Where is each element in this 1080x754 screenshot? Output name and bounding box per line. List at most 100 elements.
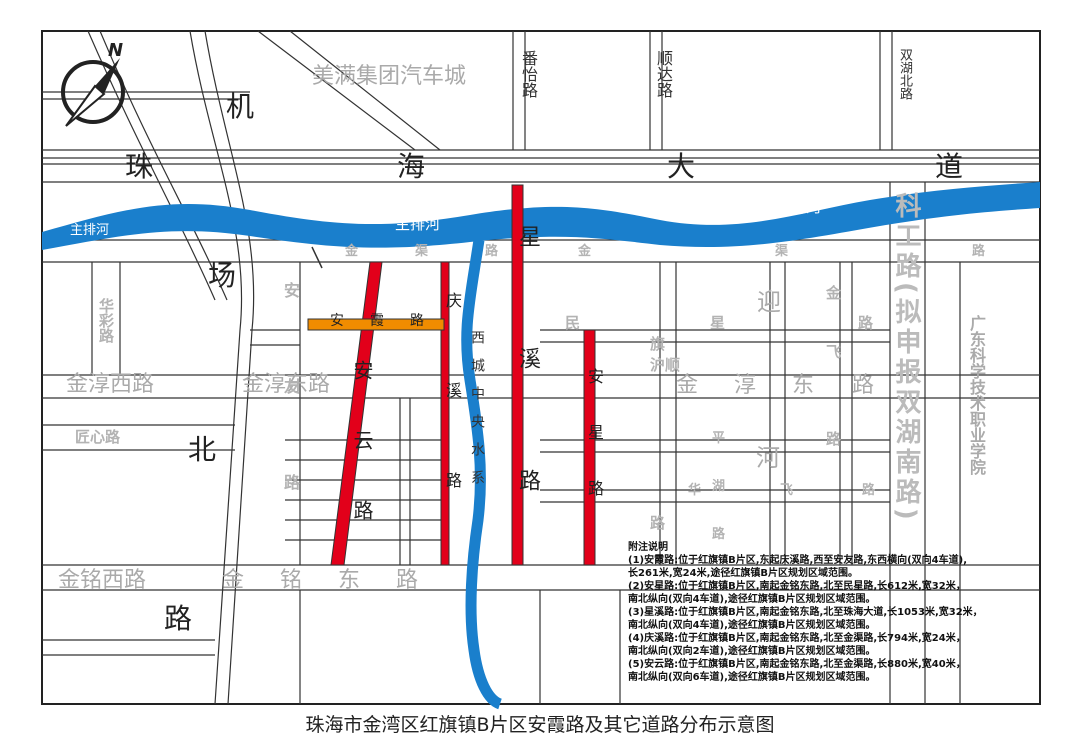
jinqu-char-1: 金: [345, 244, 359, 259]
xingxi-road-label: 星溪路: [515, 225, 540, 591]
auto-city-label: 美满集团汽车城: [312, 64, 467, 89]
anyou-stub: [250, 329, 300, 346]
minxing-char-1: 民: [565, 314, 581, 332]
small-lu-1: 路: [826, 430, 842, 448]
jinchun-east-r-char-1: 金: [676, 373, 699, 398]
zhuhai-avenue-char-2: 海: [397, 150, 426, 183]
huacai-road-label: 华彩路: [97, 298, 115, 343]
river-label-3: 主排河: [776, 198, 822, 216]
jinqu-char-2: 渠: [415, 244, 429, 259]
notes-line-8: 南北纵向(双向2车道),途径红旗镇B片区规划区域范围。: [628, 646, 876, 657]
top-vertical-roads: [512, 31, 893, 150]
inner-vertical: [399, 398, 411, 565]
pinghu-char-4: 华: [688, 483, 702, 498]
road-tick: [311, 246, 323, 269]
notes-panel: 附注说明 (1)安霞路:位于红旗镇B片区,东起庆溪路,西至安友路,东西横向(双向…: [628, 541, 1018, 684]
notes-line-4: 南北纵向(双向4车道),途径红旗镇B片区规划区域范围。: [628, 594, 876, 605]
zhuhai-avenue-char-1: 珠: [125, 150, 154, 183]
anyou-road-label: 安友路: [281, 282, 300, 570]
notes-line-10: 南北纵向(双向6车道),途径红旗镇B片区规划区域范围。: [628, 672, 876, 683]
anxing-road: [583, 329, 596, 566]
pinghu-char-3: 路: [712, 527, 726, 542]
hushun-label: 沪顺: [650, 356, 681, 374]
jinchun-road: [42, 374, 1040, 399]
qi-label: 旗: [650, 335, 666, 353]
ying-label: 迎: [757, 288, 781, 316]
compass-north-label: N: [108, 40, 124, 61]
fanyi-road-label: 番怡路: [519, 50, 538, 98]
shunda-road-label: 顺达路: [654, 50, 673, 98]
top-left-road: [42, 91, 250, 100]
notes-line-5: (3)星溪路:位于红旗镇B片区,南起金铭东路,北至珠海大道,长1053米,宽32…: [628, 607, 983, 618]
airport-north-road-a: [189, 30, 243, 705]
qingxi-road: [440, 261, 450, 566]
college-label: 广东科学技术职业学院: [967, 315, 986, 475]
right-grid-horizontals: [540, 329, 890, 503]
jinchun-east-r-char-3: 东: [792, 373, 815, 398]
jinqu-char-6: 路: [972, 244, 986, 259]
jinming-east-char-4: 路: [396, 568, 419, 593]
airport-road-char-3: 北: [188, 433, 217, 466]
central-water-system: [461, 239, 503, 710]
airport-road-char-1: 机: [226, 90, 255, 123]
airport-road-char-4: 路: [164, 602, 193, 635]
zhuhai-avenue-char-3: 大: [667, 150, 696, 183]
notes-line-6: 南北纵向(双向4车道),途径红旗镇B片区规划区域范围。: [628, 620, 876, 631]
lower-blocks: [42, 590, 621, 704]
minxing-char-2: 星: [710, 314, 726, 332]
jinchun-east-r-char-4: 路: [852, 373, 875, 398]
kegong-road: [889, 182, 926, 704]
zhuhai-avenue-lines: [42, 149, 1040, 183]
xingxi-road: [511, 184, 524, 566]
jiangxin-road-label: 匠心路: [75, 428, 121, 446]
airport-road-char-2: 场: [208, 259, 237, 292]
jinming-east-char-2: 铭: [280, 568, 303, 593]
top-diagonal-road: [257, 30, 441, 151]
notes-title: 附注说明: [628, 542, 668, 553]
jinfei-label: 金飞: [824, 285, 842, 403]
pinghu-char-2: 湖: [712, 479, 726, 494]
zhuhai-avenue-char-4: 道: [935, 150, 964, 183]
pinghu-char-1: 平: [712, 431, 726, 446]
jinqu-char-4: 金: [578, 244, 592, 259]
river-label-4: 主排河: [966, 214, 1006, 229]
shuanghu-north-label: 双湖北路: [897, 48, 912, 100]
central-water-label: 西城中央水系: [469, 330, 485, 498]
river-label-2: 主排河: [395, 215, 441, 233]
jinchun-east-r-char-2: 淳: [734, 373, 757, 398]
jinming-east-char-1: 金: [222, 568, 245, 593]
jinming-west-label: 金铭西路: [58, 568, 147, 593]
jinchun-east-left-label: 金淳东路: [242, 372, 331, 397]
pinghu-char-6: 飞: [780, 483, 794, 498]
he-label: 河: [756, 444, 780, 472]
notes-line-7: (4)庆溪路:位于红旗镇B片区,南起金铭东路,北至金渠路,长794米,宽24米，: [628, 633, 966, 644]
jiangxin-road: [42, 424, 235, 451]
west-grid: [285, 262, 445, 565]
jinqu-road: [42, 239, 1040, 263]
kegong-road-label: 科工路(拟申报双湖南路): [891, 192, 921, 524]
notes-line-9: (5)安云路:位于红旗镇B片区,南起金铭东路,北至金渠路,长880米,宽40米，: [628, 659, 966, 670]
small-lu-2: 路: [650, 514, 666, 532]
anxia-road-label: 安霞路: [330, 313, 450, 329]
anxia-road: [307, 318, 445, 331]
jinming-east-char-3: 东: [338, 568, 361, 593]
anyun-road-label: 安云路: [350, 360, 374, 570]
huacai-road: [91, 262, 121, 375]
notes-line-2: 长261米,宽24米,途径红旗镇B片区规划区域范围。: [628, 568, 859, 579]
jinchun-west-label: 金淳西路: [66, 372, 155, 397]
map-caption: 珠海市金湾区红旗镇B片区安霞路及其它道路分布示意图: [305, 714, 775, 736]
river-label-1: 主排河: [70, 223, 110, 238]
notes-line-1: (1)安霞路:位于红旗镇B片区,东起庆溪路,西至安友路,东西横向(双向4车道),: [628, 555, 968, 566]
pinghu-char-7: 路: [862, 483, 876, 498]
minxing-char-3: 路: [858, 314, 874, 332]
jinming-road: [42, 564, 1040, 591]
map-frame: [41, 30, 1041, 705]
notes-line-3: (2)安星路:位于红旗镇B片区,南起金铭东路,北至民星路,长612米,宽32米，: [628, 581, 966, 592]
jinqu-char-5: 渠: [775, 244, 789, 259]
jinqu-char-3: 路: [485, 244, 499, 259]
airport-north-road-b: [204, 30, 255, 705]
anyun-road: [330, 261, 383, 566]
main-river: [42, 182, 1040, 250]
right-grid-verticals: [659, 262, 853, 565]
